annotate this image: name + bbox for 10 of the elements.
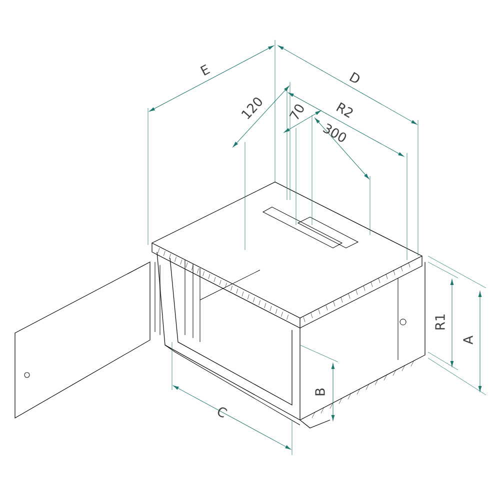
dimension-label: D <box>349 72 360 83</box>
dimension-label: 120 <box>241 98 262 120</box>
dimension-label: A <box>463 336 473 344</box>
dimension-label: R2 <box>336 102 353 118</box>
dimension-label: C <box>218 407 228 418</box>
dimension-label: B <box>315 388 325 396</box>
dimension-label: 300 <box>322 124 346 142</box>
dimension-label: R1 <box>435 314 445 330</box>
dimension-label: 70 <box>289 104 304 120</box>
dimension-label: E <box>200 64 210 76</box>
